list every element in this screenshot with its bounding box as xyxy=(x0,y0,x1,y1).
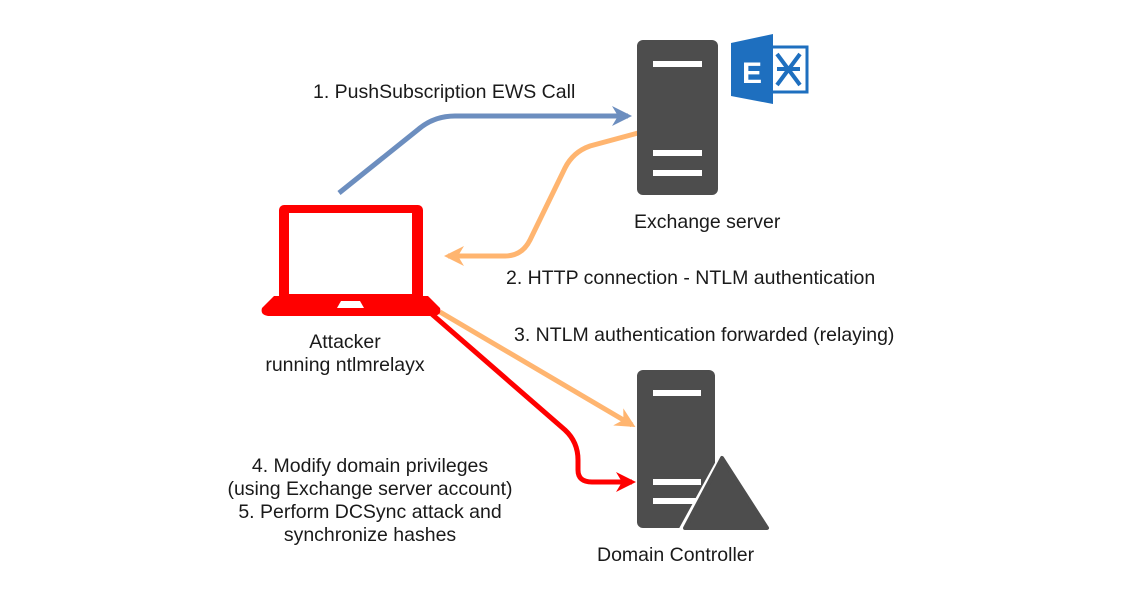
label-step2: 2. HTTP connection - NTLM authentication xyxy=(506,267,876,289)
arrow-step3-ntlm-relay xyxy=(438,309,636,428)
label-domain-controller: Domain Controller xyxy=(597,544,755,566)
domain-controller-icon xyxy=(637,370,775,534)
arrow-step2-http-ntlm xyxy=(444,130,639,266)
label-step5-line2: synchronize hashes xyxy=(283,524,457,546)
label-step3: 3. NTLM authentication forwarded (relayi… xyxy=(514,324,895,346)
label-step4-line1: 4. Modify domain privileges xyxy=(251,455,489,477)
label-attacker: Attacker running ntlmrelayx xyxy=(230,331,460,377)
arrow-step4-5-privileges-dcsync xyxy=(424,307,636,492)
label-step4-5: 4. Modify domain privileges (using Excha… xyxy=(190,455,550,547)
label-attacker-line2: running ntlmrelayx xyxy=(265,354,425,376)
label-attacker-line1: Attacker xyxy=(309,331,381,353)
exchange-server-icon xyxy=(637,40,718,195)
label-exchange-server: Exchange server xyxy=(634,211,781,233)
label-step1: 1. PushSubscription EWS Call xyxy=(313,81,576,103)
label-step4-line2: (using Exchange server account) xyxy=(227,478,513,500)
arrow-step1-push-subscription xyxy=(337,106,632,195)
attacker-laptop-icon xyxy=(261,205,441,316)
svg-text:E: E xyxy=(742,57,762,90)
label-step5-line1: 5. Perform DCSync attack and xyxy=(238,501,502,523)
exchange-logo-icon: E xyxy=(731,34,809,104)
